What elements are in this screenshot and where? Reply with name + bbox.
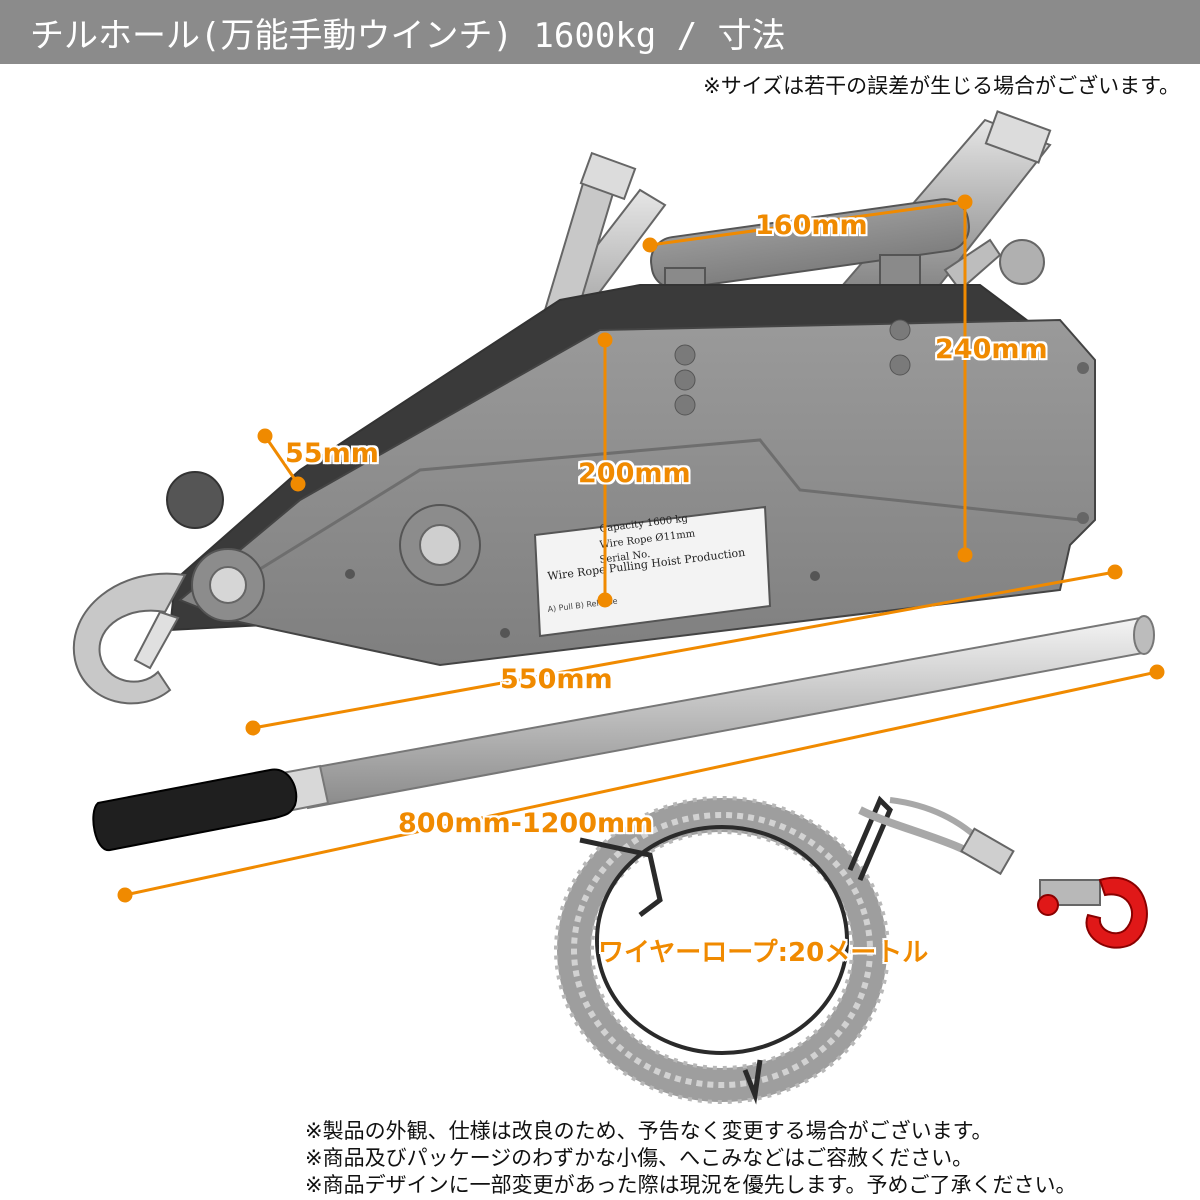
- footer-notes: ※製品の外観、仕様は改良のため、予告なく変更する場合がございます。 ※商品及びパ…: [305, 1118, 1077, 1199]
- page-title: チルホール(万能手動ウインチ) 1600kg / 寸法: [30, 16, 786, 56]
- front-hook: [72, 572, 187, 705]
- winch-body: Capacity 1600 kg Wire Rope Ø11mm Serial …: [166, 284, 1096, 667]
- dim-handle-width: 160mm: [755, 210, 868, 241]
- wire-rope-coil: [554, 795, 1015, 1105]
- footer-note-1: ※製品の外観、仕様は改良のため、予告なく変更する場合がございます。: [305, 1119, 993, 1143]
- dim-thickness: 55mm: [285, 438, 379, 469]
- dimension-lines: [117, 194, 1165, 903]
- telescopic-lever: [92, 615, 1155, 852]
- size-tolerance-note: ※サイズは若干の誤差が生じる場合がございます。: [703, 74, 1180, 98]
- dim-body-length: 550mm: [500, 664, 613, 695]
- dim-total-height: 240mm: [935, 334, 1048, 365]
- dim-body-height: 200mm: [578, 458, 691, 489]
- red-hook: [1037, 876, 1148, 949]
- dim-lever-length: 800mm-1200mm: [398, 808, 654, 839]
- wire-rope-length-label: ワイヤーロープ:20メートル: [598, 938, 929, 968]
- footer-note-3: ※商品デザインに一部変更があった際は現況を優先します。予めご了承ください。: [305, 1173, 1077, 1197]
- spec-plate: Capacity 1600 kg Wire Rope Ø11mm Serial …: [533, 505, 772, 638]
- footer-note-2: ※商品及びパッケージのわずかな小傷、へこみなどはご容赦ください。: [305, 1146, 974, 1170]
- title-bar: チルホール(万能手動ウインチ) 1600kg / 寸法: [0, 0, 1200, 64]
